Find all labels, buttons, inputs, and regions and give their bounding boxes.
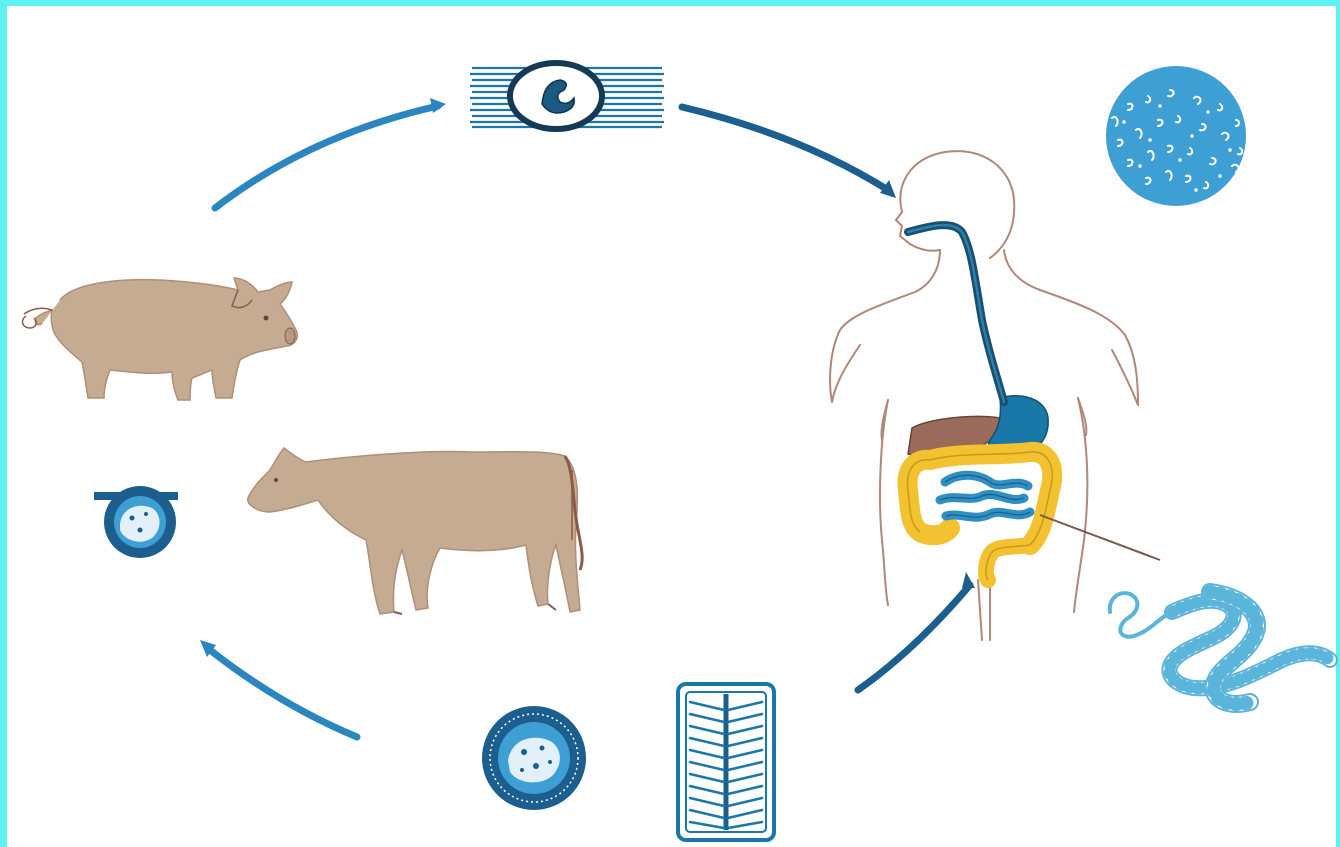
cycle-arrows (200, 98, 975, 737)
eggs-disc-icon (1106, 66, 1246, 206)
tapeworm-icon (1110, 592, 1330, 704)
encysted-larva-in-muscle-icon (470, 63, 664, 129)
egg-icon (94, 486, 178, 558)
arrow-bottom-left (210, 650, 357, 737)
pig-icon (23, 278, 298, 400)
arrow-bottom-right (858, 585, 970, 690)
arrow-top-right (682, 107, 888, 190)
cow-icon (248, 448, 582, 614)
arrow-top-left (215, 106, 438, 208)
egg-icon (482, 706, 586, 810)
human-digestive-system-icon (830, 151, 1160, 640)
arrowhead-bottom-right (962, 572, 975, 588)
gravid-proglottid-icon (678, 684, 774, 840)
